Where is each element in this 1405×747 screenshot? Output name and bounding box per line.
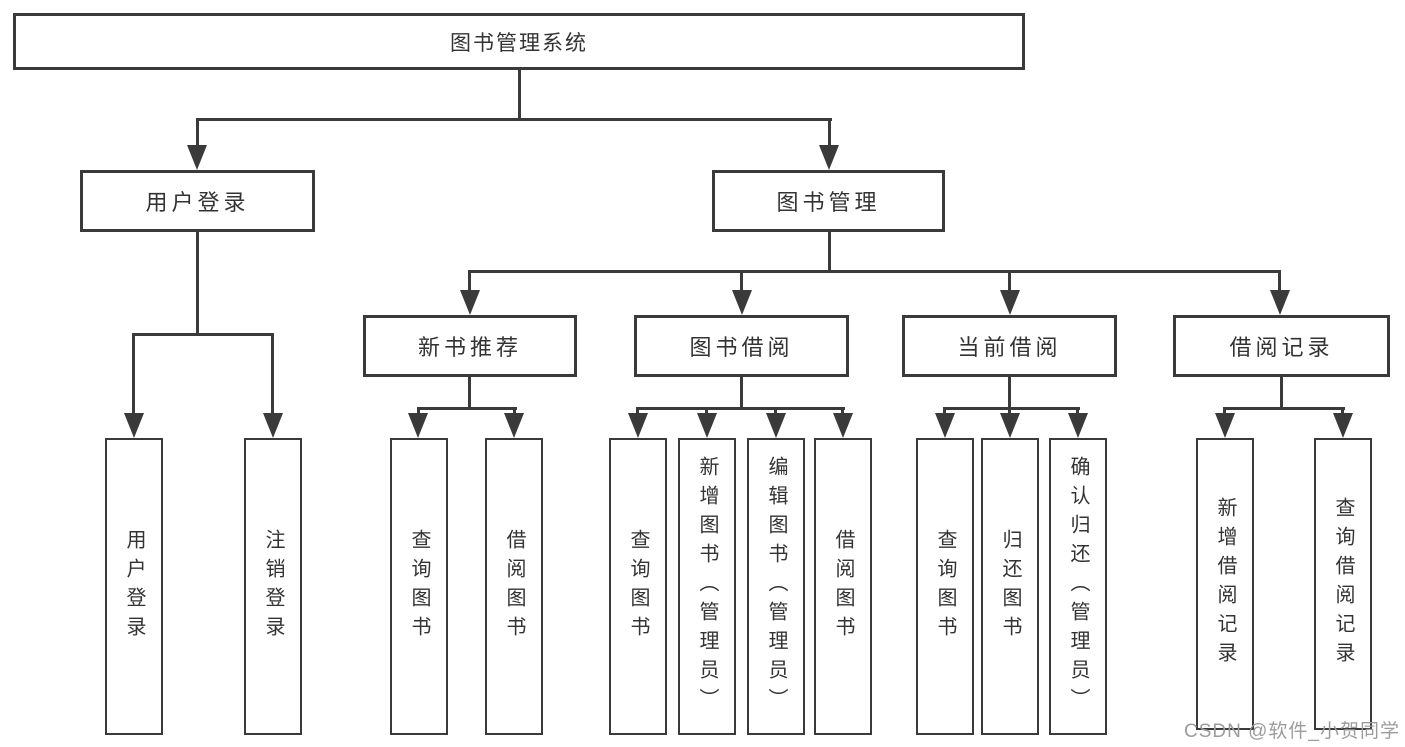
arrow-down-icon: [1215, 413, 1235, 438]
arrow-down-icon: [1333, 413, 1353, 438]
arrow-down-icon: [1000, 290, 1020, 315]
node-user-login: 用户登录: [80, 170, 315, 232]
arrow-down-icon: [460, 290, 480, 315]
arrow-down-icon: [124, 413, 144, 438]
node-book-borrowing: 图书借阅: [634, 315, 849, 377]
connector-line: [1223, 407, 1345, 410]
connector-line: [1076, 407, 1079, 416]
leaf-borrow-books-recommend: 借阅图书: [485, 438, 543, 735]
connector-line: [468, 270, 1281, 273]
leaf-query-books-borrowing: 查询图书: [609, 438, 667, 735]
connector-line: [468, 270, 471, 292]
arrow-down-icon: [697, 413, 717, 438]
arrow-down-icon: [408, 413, 428, 438]
connector-line: [132, 333, 135, 415]
connector-line: [1223, 407, 1226, 416]
arrow-down-icon: [1270, 290, 1290, 315]
connector-line: [513, 407, 516, 416]
connector-root-stem: [518, 70, 521, 121]
connector-line: [417, 407, 517, 410]
arrow-down-icon: [1000, 413, 1020, 438]
node-new-book-recommend: 新书推荐: [363, 315, 577, 377]
connector-line: [740, 270, 743, 292]
arrow-down-icon: [628, 413, 648, 438]
connector-root-horizontal: [196, 118, 832, 121]
arrow-down-icon: [504, 413, 524, 438]
arrow-down-icon: [1068, 413, 1088, 438]
connector-line: [705, 407, 708, 416]
leaf-query-borrow-record: 查询借阅记录: [1314, 438, 1372, 730]
connector-line: [271, 333, 274, 415]
leaf-logout: 注销登录: [244, 438, 302, 735]
leaf-borrow-books-borrowing: 借阅图书: [814, 438, 872, 735]
leaf-user-login: 用户登录: [105, 438, 163, 735]
connector-line: [1008, 407, 1011, 416]
connector-line: [943, 407, 1080, 410]
leaf-add-borrow-record: 新增借阅记录: [1196, 438, 1254, 730]
connector-line: [636, 407, 845, 410]
connector-line: [1008, 270, 1011, 292]
connector-line: [774, 407, 777, 416]
connector-line: [196, 118, 199, 148]
node-current-borrowing: 当前借阅: [902, 315, 1117, 377]
leaf-query-books-recommend: 查询图书: [390, 438, 448, 735]
csdn-watermark: CSDN @软件_小贺同学: [1184, 721, 1400, 742]
arrow-down-icon: [187, 145, 207, 170]
connector-line: [1280, 377, 1283, 410]
node-root-system: 图书管理系统: [13, 13, 1025, 70]
connector-line: [828, 232, 831, 273]
connector-line: [417, 407, 420, 416]
leaf-add-books-admin: 新增图书（管理员）: [678, 438, 736, 735]
connector-line: [636, 407, 639, 416]
leaf-return-books: 归还图书: [981, 438, 1039, 735]
node-borrowing-records: 借阅记录: [1173, 315, 1390, 377]
connector-line: [841, 407, 844, 416]
connector-line: [828, 118, 831, 148]
connector-line: [1341, 407, 1344, 416]
arrow-down-icon: [833, 413, 853, 438]
leaf-edit-books-admin: 编辑图书（管理员）: [747, 438, 805, 735]
connector-line: [943, 407, 946, 416]
connector-line: [196, 232, 199, 336]
connector-line: [468, 377, 471, 410]
connector-line: [1008, 377, 1011, 410]
arrow-down-icon: [732, 290, 752, 315]
arrow-down-icon: [766, 413, 786, 438]
arrow-down-icon: [935, 413, 955, 438]
leaf-query-books-current: 查询图书: [916, 438, 974, 735]
node-book-management: 图书管理: [712, 170, 945, 232]
connector-line: [1278, 270, 1281, 292]
arrow-down-icon: [263, 413, 283, 438]
connector-line: [740, 377, 743, 410]
leaf-confirm-return-admin: 确认归还（管理员）: [1049, 438, 1107, 735]
arrow-down-icon: [819, 145, 839, 170]
connector-line: [132, 333, 274, 336]
